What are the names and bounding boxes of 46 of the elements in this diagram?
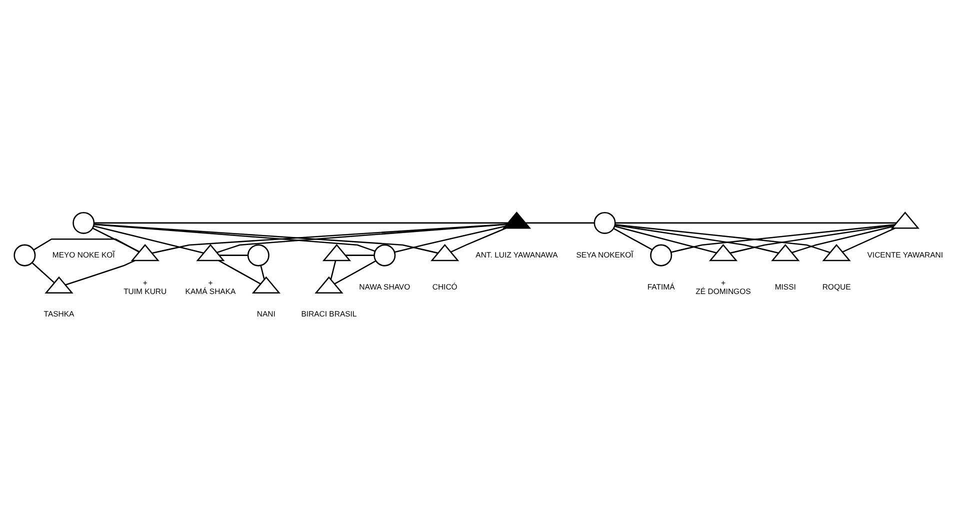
connector [614,225,717,254]
connector [94,223,376,252]
node-circle [594,211,616,234]
connector [32,262,55,283]
connector [613,227,652,250]
node-triangle [708,243,738,261]
node-triangle [502,211,532,228]
node-circle [72,211,95,234]
node-triangle [196,243,225,261]
connector [216,223,507,253]
node-triangle [44,276,74,294]
connector [94,222,508,224]
connector [792,225,894,253]
node-triangle [771,243,800,261]
node-circle [650,244,672,266]
connector [219,254,248,256]
node-triangle [890,211,920,228]
connector [94,223,438,254]
node-triangle [430,243,460,261]
connector [330,260,336,280]
connector [730,224,895,254]
connector [152,223,507,254]
connector [525,222,594,224]
connector [450,227,506,252]
connector [218,259,261,284]
node-triangle [314,276,344,294]
node-circle [14,244,36,266]
node-triangle [322,243,352,261]
node-circle [247,244,270,266]
connector [614,224,779,254]
connector [260,264,265,280]
connector [345,254,374,256]
connector [615,222,896,224]
connector [394,225,506,252]
node-triangle [822,243,851,261]
connector [334,260,376,284]
connector [65,260,136,286]
connector [92,227,140,252]
connector [93,224,204,254]
connector [842,227,896,252]
connector [615,224,830,253]
node-circle [374,244,396,266]
connector [671,224,896,252]
connector [33,238,140,252]
node-triangle [252,276,281,294]
node-triangle [130,243,160,261]
